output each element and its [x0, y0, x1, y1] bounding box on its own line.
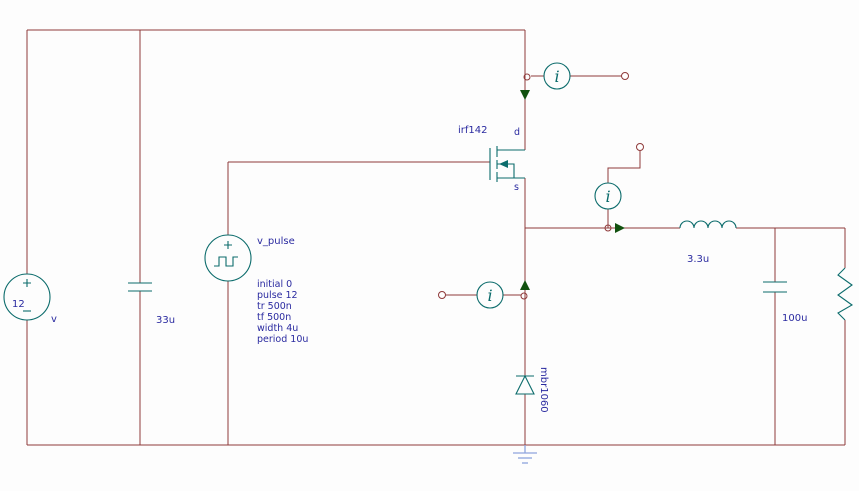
probe-terminal[interactable] — [438, 291, 446, 299]
pulse-source-name-label: v_pulse — [257, 236, 295, 247]
dc-source-name-label: v — [51, 314, 57, 325]
current-probe-diode[interactable]: i — [438, 280, 531, 309]
mosfet-source-label: s — [514, 182, 519, 193]
current-probe-top[interactable]: i — [520, 62, 629, 100]
current-probe-label: i — [487, 286, 492, 305]
freewheel-diode[interactable]: mbr1060 — [515, 367, 549, 413]
output-capacitor-value-label: 100u — [782, 313, 807, 324]
square-wave-icon — [214, 256, 238, 267]
current-probe-symbol[interactable] — [476, 281, 504, 309]
mosfet-body-arrow-icon — [499, 160, 508, 168]
inductor[interactable]: 3.3u — [679, 220, 737, 265]
diode-triangle[interactable] — [515, 374, 535, 395]
diode-name-label: mbr1060 — [538, 367, 549, 413]
resistor-zigzag[interactable] — [837, 267, 854, 321]
output-capacitor[interactable]: 100u — [763, 281, 807, 324]
mosfet-name-label: irf142 — [458, 125, 488, 136]
input-capacitor-value-label: 33u — [156, 315, 175, 326]
pulse-voltage-source[interactable]: v_pulse initial 0 pulse 12 tr 500n tf 50… — [204, 234, 308, 345]
current-direction-arrow — [615, 223, 625, 233]
ground-symbol[interactable] — [513, 445, 537, 464]
probe-terminal[interactable] — [621, 72, 629, 80]
input-capacitor[interactable]: 33u — [128, 282, 175, 326]
pulse-param: tf 500n — [257, 312, 291, 323]
current-probe-inductor[interactable]: i — [594, 143, 644, 234]
probe-tap-marker — [604, 224, 612, 232]
inductor-coil[interactable] — [679, 220, 737, 229]
dc-voltage-source[interactable]: 12 v — [3, 273, 57, 325]
plus-sign — [224, 241, 232, 249]
current-direction-arrow — [520, 90, 530, 100]
mosfet-drain-label: d — [514, 127, 520, 138]
probe-tap-marker — [520, 292, 528, 300]
current-probe-symbol[interactable] — [543, 62, 571, 90]
load-resistor[interactable] — [837, 267, 854, 321]
current-direction-arrow — [520, 280, 530, 290]
probe-tap-marker — [523, 73, 531, 81]
dc-source-symbol[interactable] — [3, 273, 51, 321]
pulse-param: width 4u — [257, 323, 298, 334]
plus-sign — [23, 279, 31, 287]
inductor-value-label: 3.3u — [687, 254, 709, 265]
current-probe-symbol[interactable] — [594, 182, 622, 210]
current-probe-label: i — [605, 187, 610, 206]
dc-source-value-label: 12 — [12, 299, 25, 310]
mosfet-irf142[interactable]: irf142 d s — [458, 125, 525, 193]
pulse-source-symbol[interactable] — [204, 234, 252, 282]
probe-lead[interactable] — [607, 151, 641, 183]
pulse-param: initial 0 — [257, 279, 292, 290]
probe-terminal[interactable] — [636, 143, 644, 151]
pulse-param: pulse 12 — [257, 290, 298, 301]
pulse-param: tr 500n — [257, 301, 292, 312]
wires — [26, 29, 846, 446]
current-probe-label: i — [554, 67, 559, 86]
pulse-param: period 10u — [257, 334, 308, 345]
